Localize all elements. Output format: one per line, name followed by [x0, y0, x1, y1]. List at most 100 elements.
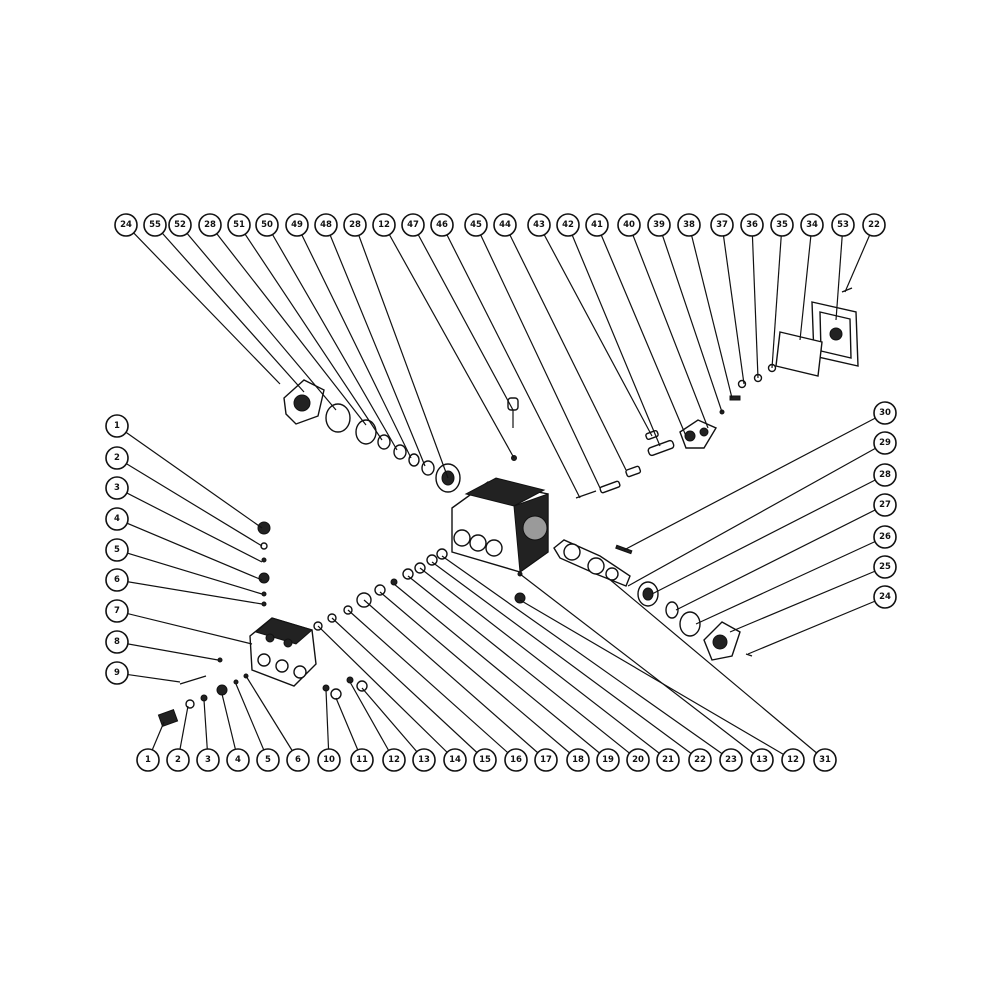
callout-number: 12 [378, 220, 390, 230]
callout-bottom-8: 11 [350, 748, 374, 772]
callout-circle [105, 507, 129, 531]
callout-circle [226, 748, 250, 772]
callout-circle [166, 748, 190, 772]
callout-top-22: 36 [740, 213, 764, 237]
callout-circle [350, 748, 374, 772]
leader-line [349, 681, 395, 761]
callout-number: 38 [683, 220, 695, 230]
callout-number: 39 [653, 220, 665, 230]
callout-circle [750, 748, 774, 772]
callout-number: 6 [295, 755, 301, 765]
callout-number: 44 [499, 220, 511, 230]
leader-line [154, 224, 305, 393]
callout-circle [285, 213, 309, 237]
callout-bottom-9: 12 [382, 748, 406, 772]
callout-circle [873, 493, 897, 517]
callout-right-6: 25 [873, 555, 897, 579]
callout-number: 19 [602, 755, 614, 765]
callout-number: 29 [879, 438, 891, 448]
callout-top-24: 34 [800, 213, 824, 237]
callout-circle [105, 568, 129, 592]
callout-number: 30 [879, 408, 891, 418]
callout-bottom-19: 22 [688, 748, 712, 772]
callout-circle [227, 213, 251, 237]
callout-number: 47 [407, 220, 419, 230]
callout-top-7: 49 [285, 213, 309, 237]
o-ring-large [355, 419, 377, 445]
callout-number: 48 [320, 220, 332, 230]
callout-number: 51 [233, 220, 245, 230]
callout-number: 28 [349, 220, 361, 230]
callout-circle [527, 213, 551, 237]
callout-number: 23 [725, 755, 737, 765]
leader-line [235, 683, 269, 761]
leader-line [116, 487, 263, 563]
callout-circle [596, 748, 620, 772]
callout-circle [873, 585, 897, 609]
callout-bottom-2: 2 [166, 748, 190, 772]
plunger-pin [625, 465, 642, 478]
callout-top-11: 47 [401, 213, 425, 237]
leader-line [116, 579, 263, 605]
cover-gasket [325, 403, 351, 433]
leader-line [628, 224, 709, 429]
callout-circle [556, 213, 580, 237]
callout-circle [800, 213, 824, 237]
leader-line [363, 599, 547, 761]
callout-right-4: 27 [873, 493, 897, 517]
callout-number: 13 [756, 755, 768, 765]
callout-top-6: 50 [255, 213, 279, 237]
leader-line [729, 566, 886, 633]
leader-line [567, 224, 661, 447]
leader-line [695, 536, 886, 625]
callout-number: 52 [174, 220, 186, 230]
callout-top-8: 48 [314, 213, 338, 237]
callout-circle [740, 213, 764, 237]
oil-seal [665, 601, 679, 619]
leader-lines [116, 224, 886, 761]
leader-line [688, 224, 733, 399]
callout-number: 22 [868, 220, 880, 230]
callout-circle [719, 748, 743, 772]
callout-top-1: 24 [114, 213, 138, 237]
plunger-rod [599, 480, 621, 494]
leader-line [361, 687, 425, 761]
callout-circle [105, 538, 129, 562]
leader-line [331, 617, 486, 761]
callout-number: 31 [819, 755, 831, 765]
callout-circle [343, 213, 367, 237]
callout-number: 2 [114, 453, 120, 463]
callout-number: 45 [470, 220, 482, 230]
callout-number: 26 [879, 532, 891, 542]
callout-top-21: 37 [710, 213, 734, 237]
callout-left-2: 2 [105, 446, 129, 470]
callout-number: 5 [114, 545, 120, 555]
callout-number: 24 [120, 220, 132, 230]
leader-line [116, 549, 263, 595]
leader-line [519, 599, 794, 761]
callout-number: 50 [261, 220, 273, 230]
callout-circle [647, 213, 671, 237]
callout-top-13: 45 [464, 213, 488, 237]
callout-left-8: 8 [105, 630, 129, 654]
leader-line [799, 224, 813, 341]
leader-line [116, 610, 253, 645]
callout-bottom-11: 14 [443, 748, 467, 772]
callout-circle [688, 748, 712, 772]
callout-number: 11 [356, 755, 368, 765]
leader-line [519, 573, 763, 761]
callout-number: 18 [572, 755, 584, 765]
valve-plug [258, 572, 270, 584]
leader-line [407, 575, 639, 761]
leader-line [412, 224, 514, 411]
callout-circle [105, 630, 129, 654]
leader-line [354, 224, 449, 479]
screw [841, 287, 853, 293]
crankcase-housing [451, 477, 549, 573]
callout-number: 17 [540, 755, 552, 765]
leader-line [179, 224, 337, 411]
callout-circle [196, 748, 220, 772]
callout-bottom-6: 6 [286, 748, 310, 772]
callout-top-17: 41 [585, 213, 609, 237]
leader-line [431, 561, 701, 761]
